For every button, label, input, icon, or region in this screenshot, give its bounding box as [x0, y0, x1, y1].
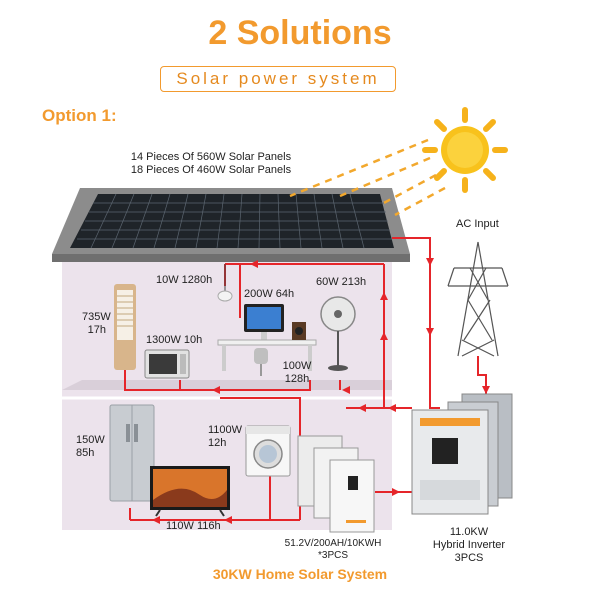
option-label: Option 1: — [42, 106, 117, 125]
page-title: 2 Solutions — [208, 14, 392, 52]
battery-label: 51.2V/200AH/10KWH *3PCS — [278, 538, 388, 562]
ac-input-label: AC Input — [456, 218, 499, 230]
wire-arrows — [152, 258, 490, 524]
hybrid-inverter-icon — [411, 393, 513, 515]
fridge-label: 150W 85h — [76, 434, 105, 460]
upper-floor — [62, 380, 392, 390]
microwave-icon — [144, 349, 190, 379]
inverter-label-line2: Hybrid Inverter — [432, 539, 506, 551]
solar-panel-label-line2: 18 Pieces Of 460W Solar Panels — [130, 164, 292, 176]
refrigerator-icon — [109, 404, 155, 502]
tv-label: 110W 116h — [166, 520, 221, 532]
computer-label: 200W 64h — [244, 288, 295, 300]
speaker-hours: 128h — [284, 373, 310, 385]
aircon-watt: 735W — [82, 311, 111, 323]
aircon-label: 735W 17h — [82, 311, 111, 337]
washing-machine-icon — [245, 425, 291, 477]
washer-watt: 1100W — [208, 424, 243, 436]
microwave-label: 1300W 10h — [146, 334, 203, 346]
sun-rays — [289, 138, 446, 217]
desk-computer-icon — [217, 304, 317, 376]
roof-edge — [52, 254, 410, 262]
page-subtitle: Solar power system — [160, 66, 396, 92]
battery-label-line2: *3PCS — [317, 550, 348, 561]
inverter-label: 11.0KW Hybrid Inverter 3PCS — [424, 526, 514, 565]
fridge-watt: 150W — [76, 434, 105, 446]
standing-fan-icon — [320, 296, 356, 371]
television-icon — [150, 466, 230, 517]
battery-bank-icon — [297, 435, 375, 533]
solar-panel-label-line1: 14 Pieces Of 560W Solar Panels — [130, 151, 292, 163]
inverter-label-line3: 3PCS — [454, 552, 484, 564]
solar-panel-array — [70, 193, 394, 249]
aircon-hours: 17h — [87, 324, 106, 336]
washer-label: 1100W 12h — [208, 424, 242, 450]
air-conditioner-icon — [114, 284, 136, 370]
solar-panel-label: 14 Pieces Of 560W Solar Panels 18 Pieces… — [118, 151, 304, 177]
fridge-hours: 85h — [76, 447, 95, 459]
speaker-label: 100W 128h — [282, 360, 312, 386]
light-label: 10W 1280h — [156, 274, 213, 286]
sun-icon — [422, 107, 508, 193]
footer-caption: 30KW Home Solar System — [212, 566, 388, 582]
battery-label-line1: 51.2V/200AH/10KWH — [284, 538, 382, 549]
inverter-label-line1: 11.0KW — [449, 526, 489, 538]
transmission-tower — [447, 241, 509, 357]
fan-label: 60W 213h — [316, 276, 367, 288]
washer-hours: 12h — [208, 437, 227, 449]
speaker-watt: 100W — [282, 360, 312, 372]
pendant-lamp-icon — [217, 264, 233, 302]
